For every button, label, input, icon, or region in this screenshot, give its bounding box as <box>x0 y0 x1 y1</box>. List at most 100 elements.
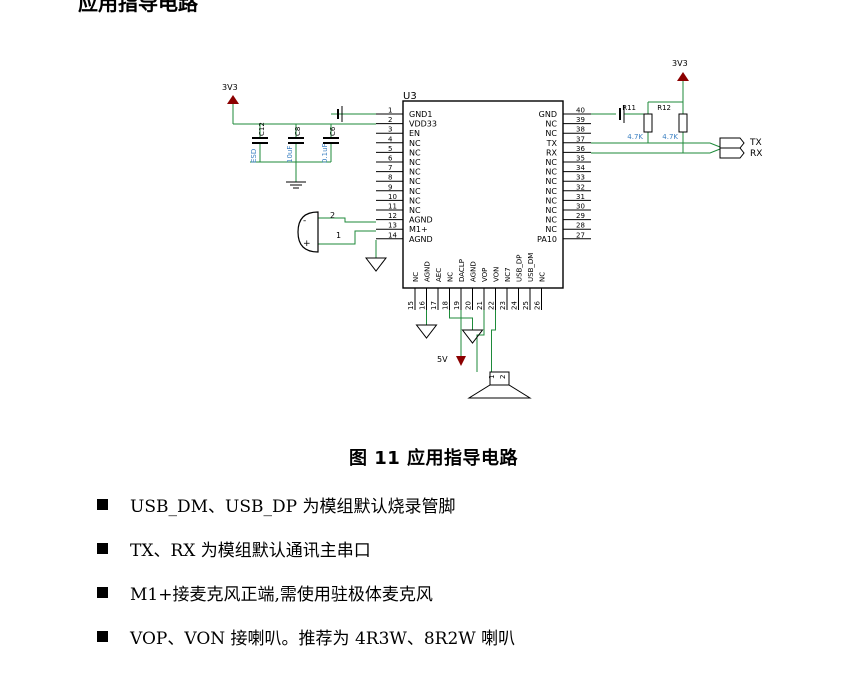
ground-arrow-left <box>364 257 388 272</box>
pin-number: 35 <box>576 155 585 163</box>
pin-number: 27 <box>576 231 585 239</box>
supply-5v-arrow <box>456 356 466 366</box>
pin-name: GND1 <box>409 110 432 119</box>
pin-name: NC <box>545 158 557 167</box>
capacitor-value: 10uF <box>286 146 294 163</box>
pin-name: GND <box>539 110 557 119</box>
pin-name: AEC <box>435 268 443 282</box>
pin-name: NC <box>409 158 421 167</box>
pin-name: AGND <box>424 261 432 282</box>
capacitor-ref: C6 <box>329 126 337 136</box>
resistor-body <box>643 113 653 133</box>
pin-number: 7 <box>388 164 392 172</box>
pin-name: NC <box>409 187 421 196</box>
pin-number: 17 <box>430 301 438 310</box>
pin-name: NC <box>545 187 557 196</box>
connector-label-rx: RX <box>750 149 762 159</box>
pin-number: 9 <box>388 183 392 191</box>
pin-number: 40 <box>576 107 585 115</box>
tx-connector <box>719 137 745 149</box>
pin-name: USB_DP <box>516 255 524 282</box>
pin-number: 22 <box>488 301 496 310</box>
resistor-value: 4.7K <box>627 133 643 141</box>
figure-caption: 图 11 应用指导电路 <box>348 448 519 469</box>
speaker-wire <box>476 310 485 372</box>
pin-name: RX <box>546 148 558 157</box>
section-heading: 应用指导电路 <box>78 0 198 16</box>
pin-number: 26 <box>534 301 542 310</box>
notes-list: USB_DM、USB_DP 为模组默认烧录管脚 TX、RX 为模组默认通讯主串口… <box>97 482 515 658</box>
pin-name: NC <box>545 196 557 205</box>
pin-number: 20 <box>465 301 473 310</box>
power-arrow-right <box>677 72 689 81</box>
pin-number: 39 <box>576 116 585 124</box>
list-item: M1+接麦克风正端,需使用驻极体麦克风 <box>97 570 515 614</box>
pin-name: NC <box>447 272 455 282</box>
pin-name: VON <box>493 267 501 282</box>
pin-number: 3 <box>388 126 392 134</box>
pin-number: 1 <box>388 107 392 115</box>
rx-connector <box>719 147 745 159</box>
capacitor-value: 0.1uF <box>321 143 329 163</box>
speaker-pin-number: 2 <box>499 375 507 379</box>
bullet-square-icon <box>97 630 108 642</box>
pin-name: DACLP <box>458 259 466 282</box>
list-item: TX、RX 为模组默认通讯主串口 <box>97 526 515 570</box>
note-text: USB_DM、USB_DP 为模组默认烧录管脚 <box>130 496 456 517</box>
pin-name: NC <box>409 168 421 177</box>
mic-wire <box>318 217 376 223</box>
rx-wire <box>591 148 721 154</box>
pin-name: NC <box>545 129 557 138</box>
ground-arrow-bottom <box>415 324 438 339</box>
pin-number: 28 <box>576 222 585 230</box>
pin-name: PA10 <box>537 235 557 244</box>
pin-number: 37 <box>576 135 585 143</box>
power-label-left: 3V3 <box>222 83 238 92</box>
pin-number: 16 <box>419 301 427 310</box>
pin-number: 30 <box>576 203 585 211</box>
microphone-minus: - <box>303 216 306 226</box>
pin-number: 5 <box>388 145 392 153</box>
pin-number: 19 <box>453 301 461 310</box>
pin-name: NC <box>409 206 421 215</box>
note-text: VOP、VON 接喇叭。推荐为 4R3W、8R2W 喇叭 <box>130 628 516 649</box>
bullet-square-icon <box>97 542 108 554</box>
pin-name: NC <box>545 216 557 225</box>
resistor-value: 4.7K <box>662 133 678 141</box>
speaker-cone <box>467 384 532 399</box>
pin-name: NC <box>412 272 420 282</box>
pin-number: 15 <box>407 301 415 310</box>
pin-name: NC <box>409 139 421 148</box>
pin-number: 33 <box>576 174 585 182</box>
pin-number: 38 <box>576 126 585 134</box>
pin-number: 24 <box>511 301 519 310</box>
connector-label-tx: TX <box>749 138 762 148</box>
speaker-pin-number: 1 <box>488 375 496 379</box>
pin-name: NC <box>545 177 557 186</box>
capacitor-ref: C8 <box>294 127 302 136</box>
power-label-right: 3V3 <box>672 59 688 68</box>
resistor-ref: R11 <box>622 104 636 112</box>
pin-number: 18 <box>442 301 450 310</box>
pin-name: NC <box>545 168 557 177</box>
note-text: M1+接麦克风正端,需使用驻极体麦克风 <box>130 584 433 605</box>
microphone-pin-number: 2 <box>330 211 335 220</box>
pin-name: NC <box>545 225 557 234</box>
pin-number: 36 <box>576 145 585 153</box>
pin-number: 23 <box>499 301 507 310</box>
pin-name: AGND <box>470 261 478 282</box>
pin-name: M1+ <box>409 225 428 234</box>
pin-number: 31 <box>576 193 585 201</box>
resistor-body <box>678 113 688 133</box>
pin-name: NC <box>545 206 557 215</box>
pin-number: 12 <box>388 212 397 220</box>
pin-number: 13 <box>388 222 397 230</box>
supply-5v-label: 5V <box>437 355 448 364</box>
schematic-components <box>227 72 745 399</box>
pin-name: VOP <box>481 268 489 282</box>
pin-name: NC <box>409 177 421 186</box>
pin-name: EN <box>409 129 420 138</box>
pin-name: NC <box>545 120 557 129</box>
